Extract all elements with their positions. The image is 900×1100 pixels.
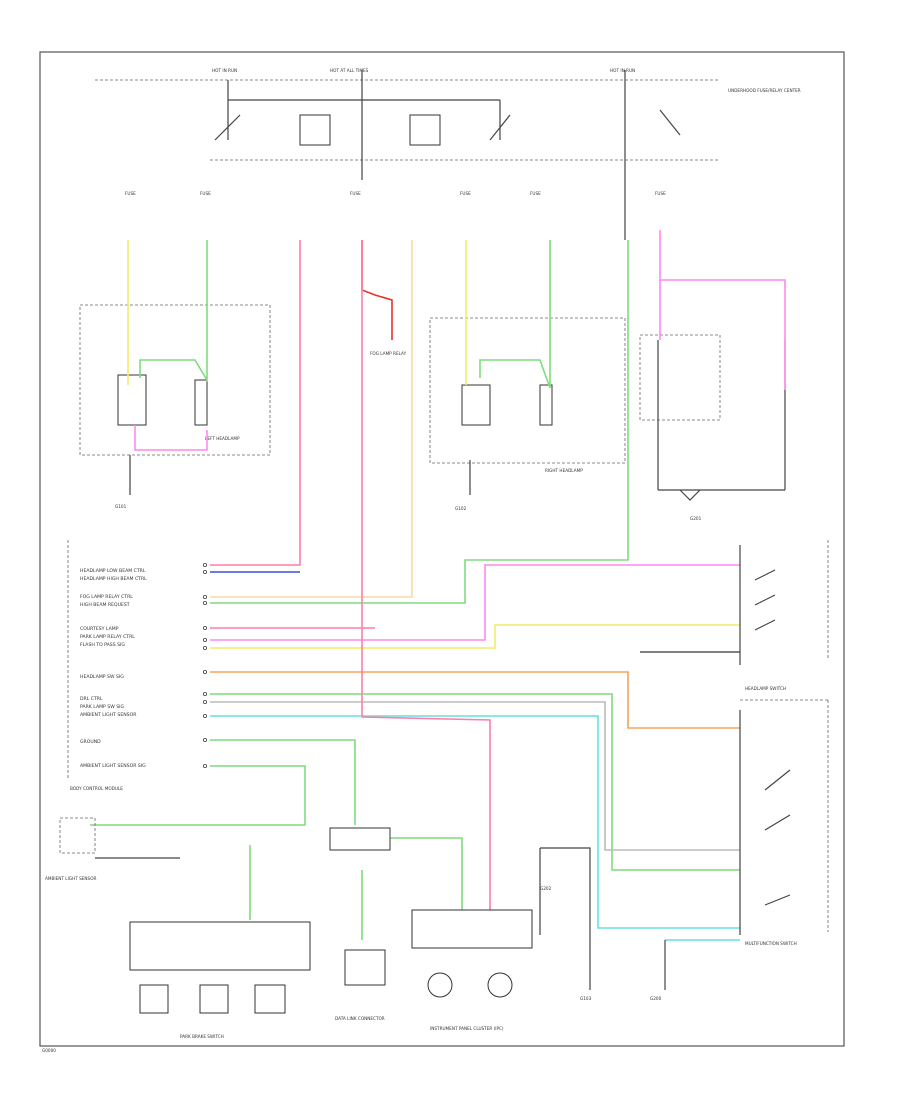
svg-text:FUSE: FUSE	[200, 191, 211, 196]
wire-pink-ipc	[361, 240, 491, 910]
svg-text:DRL CTRL: DRL CTRL	[80, 696, 103, 702]
wire-green-lower	[90, 739, 356, 826]
data-link-junction	[329, 827, 391, 851]
svg-text:G102: G102	[455, 506, 467, 511]
svg-text:FUSE: FUSE	[655, 191, 666, 196]
left-low-beam-bulb	[117, 374, 147, 426]
wire-yellow-bcm	[210, 624, 740, 649]
module-box	[344, 949, 386, 986]
left-headlamp-label: LEFT HEADLAMP	[205, 436, 240, 441]
left-high-beam-bulb	[194, 379, 208, 426]
bcm-row-labels: HEADLAMP LOW BEAM CTRL HEADLAMP HIGH BEA…	[80, 568, 147, 769]
fog-relay-label: FOG LAMP RELAY	[370, 351, 407, 356]
fuse-center-label: UNDERHOOD FUSE/RELAY CENTER	[728, 88, 801, 93]
svg-text:HIGH BEAM REQUEST: HIGH BEAM REQUEST	[80, 602, 130, 608]
svg-text:FUSE: FUSE	[460, 191, 471, 196]
switch-contacts	[739, 545, 791, 935]
hot-at-all-times-label: HOT AT ALL TIMES	[330, 68, 369, 73]
fog-lamp-box	[639, 334, 721, 421]
svg-text:FUSE: FUSE	[125, 191, 136, 196]
wire-green-left	[139, 240, 208, 383]
svg-text:PARK LAMP RELAY CTRL: PARK LAMP RELAY CTRL	[80, 634, 135, 640]
ipc-label: INSTRUMENT PANEL CLUSTER (IPC)	[430, 1026, 504, 1031]
wire-green-mid	[210, 693, 740, 871]
bcm-pins	[202, 563, 207, 769]
fuse-row: FUSE FUSE FUSE FUSE FUSE FUSE	[125, 191, 666, 196]
ipc-indicator-right	[487, 972, 513, 998]
ipc-box	[411, 909, 533, 949]
svg-text:FOG LAMP RELAY CTRL: FOG LAMP RELAY CTRL	[80, 594, 133, 600]
diagram-frame	[39, 51, 845, 1047]
data-link-label: DATA LINK CONNECTOR	[335, 1016, 385, 1021]
svg-text:G200: G200	[650, 996, 662, 1001]
wire-magenta-left	[134, 425, 208, 451]
wire-green-long	[210, 240, 629, 604]
svg-text:COURTESY LAMP: COURTESY LAMP	[80, 626, 119, 632]
svg-text:AMBIENT LIGHT SENSOR: AMBIENT LIGHT SENSOR	[80, 712, 137, 718]
svg-text:FUSE: FUSE	[530, 191, 541, 196]
svg-text:HEADLAMP HIGH BEAM CTRL: HEADLAMP HIGH BEAM CTRL	[80, 576, 147, 582]
light-sensor-label: AMBIENT LIGHT SENSOR	[45, 876, 96, 881]
ground-symbols: G101 G102 G103 G200 G201 G202	[115, 455, 702, 1001]
diagram-code: G0000	[42, 1048, 56, 1053]
wire-grey-mid	[210, 701, 740, 851]
svg-text:G101: G101	[115, 504, 127, 509]
svg-text:FUSE: FUSE	[350, 191, 361, 196]
hot-in-run-left-label: HOT IN RUN	[212, 68, 237, 73]
wire-tan-upper	[210, 240, 413, 598]
multifunction-label: MULTIFUNCTION SWITCH	[745, 941, 797, 946]
wire-magenta-right	[210, 230, 786, 641]
ipc-indicator-left	[427, 972, 453, 998]
svg-text:GROUND: GROUND	[80, 739, 101, 745]
park-brake-module	[129, 921, 311, 971]
left-headlamp-box	[79, 304, 271, 456]
wire-green-ipc	[249, 837, 463, 940]
svg-text:AMBIENT LIGHT SENSOR SIG: AMBIENT LIGHT SENSOR SIG	[80, 763, 146, 769]
svg-text:HEADLAMP SW SIG: HEADLAMP SW SIG	[80, 674, 124, 680]
wire-pink-left-bcm	[210, 240, 301, 566]
svg-text:G201: G201	[690, 516, 702, 521]
light-sensor-box	[59, 817, 96, 854]
bcm-label: BODY CONTROL MODULE	[70, 786, 123, 791]
headlamp-switch-label: HEADLAMP SWITCH	[745, 686, 786, 691]
svg-text:HEADLAMP LOW BEAM CTRL: HEADLAMP LOW BEAM CTRL	[80, 568, 146, 574]
svg-text:PARK LAMP SW SIG: PARK LAMP SW SIG	[80, 704, 124, 710]
wire-red-center	[361, 240, 393, 340]
svg-text:G202: G202	[540, 886, 552, 891]
wire-cyan	[210, 715, 740, 929]
right-headlamp-label: RIGHT HEADLAMP	[545, 468, 583, 473]
svg-text:FLASH TO PASS SIG: FLASH TO PASS SIG	[80, 642, 125, 648]
right-low-beam-bulb	[461, 384, 491, 426]
wire-green-right-lamp	[479, 240, 551, 389]
svg-text:G103: G103	[580, 996, 592, 1001]
right-high-beam-bulb	[539, 384, 553, 426]
park-brake-label: PARK BRAKE SWITCH	[180, 1034, 224, 1039]
relay-block	[214, 70, 681, 240]
hot-in-run-right-label: HOT IN RUN	[610, 68, 635, 73]
right-headlamp-box	[429, 317, 626, 464]
wire-orange	[210, 671, 740, 729]
